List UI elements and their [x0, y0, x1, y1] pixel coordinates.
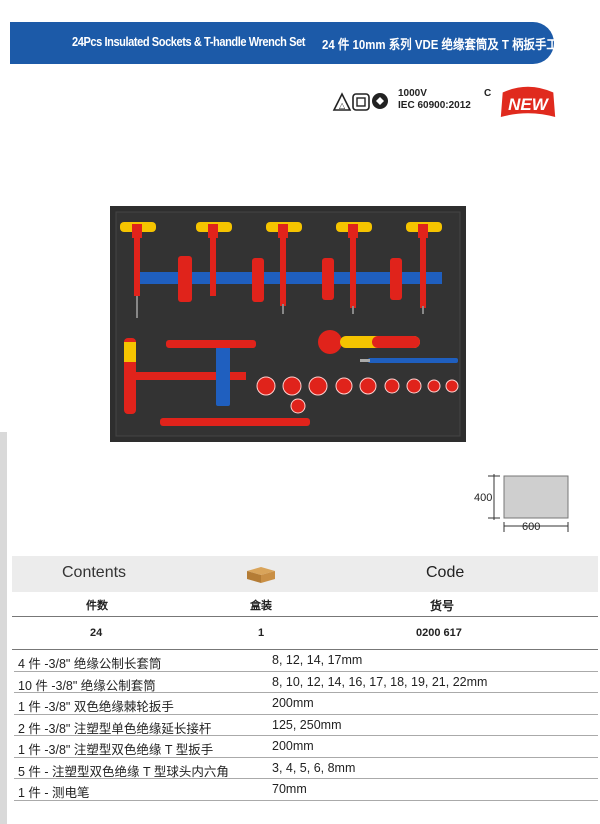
voltage-tester [360, 358, 458, 363]
contents-list: 4 件 -3/8" 绝缘公制长套筒 8, 12, 14, 17mm 10 件 -… [14, 650, 598, 801]
table-row: 24 1 0200 617 [12, 618, 598, 650]
certification-text: 1000V IEC 60900:2012 [398, 88, 471, 112]
sockets-row [256, 376, 459, 414]
header-contents: Contents [62, 564, 127, 581]
certification-icons: △ [332, 92, 388, 111]
list-item: 5 件 - 注塑型双色绝缘 T 型球头内六角 3, 4, 5, 6, 8mm [14, 758, 598, 779]
subheader-code: 货号 [430, 599, 455, 613]
voltage-rating: 1000V [398, 88, 427, 99]
iec-standard: IEC 60900:2012 [398, 100, 471, 111]
item-spec: 8, 10, 12, 14, 16, 17, 18, 19, 21, 22mm [272, 674, 488, 689]
divider [12, 649, 598, 650]
new-badge-label: NEW [508, 95, 550, 114]
extension-bars [160, 340, 310, 426]
list-item: 1 件 -3/8" 注塑型双色绝缘 T 型扳手 200mm [14, 736, 598, 758]
dimension-width-label: 600 [522, 521, 540, 533]
item-spec: 3, 4, 5, 6, 8mm [272, 760, 356, 775]
item-spec: 70mm [272, 782, 307, 796]
item-spec: 125, 250mm [272, 717, 342, 732]
title-banner: 24Pcs Insulated Sockets & T-handle Wrenc… [10, 22, 592, 64]
item-description: 1 件 -3/8" 双色绝缘棘轮扳手 [18, 700, 174, 714]
dimension-diagram: 400 600 [474, 474, 569, 533]
tool-tray-illustration [110, 206, 466, 442]
table-subheader: 件数 盒装 货号 [12, 592, 598, 616]
list-item: 1 件 - 测电笔 70mm [14, 779, 598, 801]
long-sockets [178, 256, 402, 302]
item-spec: 200mm [272, 739, 314, 753]
side-bar [0, 432, 7, 824]
item-spec: 200mm [272, 696, 314, 710]
certification-class: C [484, 88, 492, 99]
title-chinese: 24 件 10mm 系列 VDE 绝缘套筒及 T 柄扳手工具组套 [322, 37, 593, 52]
t-handle-hex-keys [120, 222, 442, 318]
box-icon [247, 567, 275, 583]
item-description: 2 件 -3/8" 注塑型单色绝缘延长接杆 [18, 721, 212, 736]
product-tray-image [110, 206, 466, 442]
t-wrench [124, 338, 246, 414]
subheader-box: 盒装 [250, 600, 272, 612]
item-description: 1 件 -3/8" 注塑型双色绝缘 T 型扳手 [18, 743, 214, 757]
item-description: 4 件 -3/8" 绝缘公制长套筒 [18, 657, 162, 671]
ratchet-wrench [318, 330, 420, 354]
list-item: 2 件 -3/8" 注塑型单色绝缘延长接杆 125, 250mm [14, 715, 598, 736]
list-item: 1 件 -3/8" 双色绝缘棘轮扳手 200mm [14, 693, 598, 715]
dimension-height-label: 400 [474, 492, 492, 504]
item-description: 5 件 - 注塑型双色绝缘 T 型球头内六角 [18, 764, 229, 779]
row-qty: 24 [90, 627, 103, 639]
list-item: 4 件 -3/8" 绝缘公制长套筒 8, 12, 14, 17mm [14, 650, 598, 672]
warning-triangle-icon [332, 92, 352, 111]
subheader-qty: 件数 [86, 600, 108, 612]
item-description: 1 件 - 测电笔 [18, 786, 90, 800]
divider [12, 616, 598, 617]
list-item: 10 件 -3/8" 绝缘公制套筒 8, 10, 12, 14, 16, 17,… [14, 672, 598, 693]
row-code: 0200 617 [416, 627, 462, 639]
double-insulation-icon [352, 93, 370, 111]
item-description: 10 件 -3/8" 绝缘公制套筒 [18, 678, 156, 693]
table-header: Contents Code [12, 556, 598, 592]
row-box: 1 [258, 627, 265, 639]
new-badge: NEW [499, 85, 557, 120]
title-english: 24Pcs Insulated Sockets & T-handle Wrenc… [72, 34, 306, 49]
gs-mark-icon: △ [339, 101, 346, 110]
dimension-box [503, 475, 569, 519]
item-spec: 8, 12, 14, 17mm [272, 653, 363, 667]
new-badge-shape [499, 85, 557, 120]
header-code: Code [426, 564, 465, 581]
